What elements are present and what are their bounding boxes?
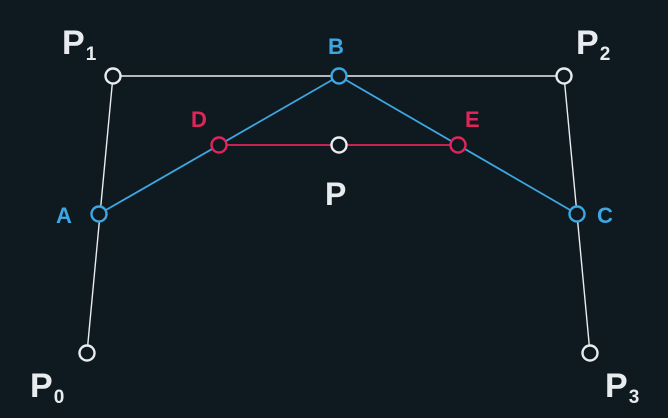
label-p0-subscript: 0: [54, 387, 65, 408]
label-p1-subscript: 1: [86, 44, 97, 65]
point-p: [330, 136, 348, 154]
label-p2: P2: [576, 24, 610, 65]
points-layer: [78, 67, 599, 362]
point-e: [449, 136, 467, 154]
point-p0: [78, 344, 96, 362]
point-b: [330, 67, 348, 85]
point-d: [210, 136, 228, 154]
label-p2-subscript: 2: [600, 44, 611, 65]
label-p1-text: P: [62, 24, 85, 62]
point-p3: [581, 344, 599, 362]
label-p3-subscript: 3: [629, 387, 640, 408]
label-e-text: E: [465, 107, 480, 132]
point-p2: [555, 67, 573, 85]
point-a: [90, 205, 108, 223]
label-p0-text: P: [30, 367, 53, 405]
label-p0: P0: [30, 367, 64, 408]
label-p3: P3: [605, 367, 639, 408]
label-d: D: [191, 107, 207, 132]
label-e: E: [465, 107, 480, 132]
point-p1: [104, 67, 122, 85]
label-p-text: P: [325, 176, 346, 212]
label-p: P: [325, 176, 346, 212]
label-d-text: D: [191, 107, 207, 132]
label-b-text: B: [328, 34, 344, 59]
label-p2-text: P: [576, 24, 599, 62]
label-c-text: C: [597, 203, 613, 228]
label-c: C: [597, 203, 613, 228]
point-c: [568, 205, 586, 223]
label-b: B: [328, 34, 344, 59]
label-p1: P1: [62, 24, 97, 65]
label-a: A: [56, 203, 72, 228]
label-p3-text: P: [605, 367, 628, 405]
label-a-text: A: [56, 203, 72, 228]
segments-layer: [86, 75, 591, 354]
